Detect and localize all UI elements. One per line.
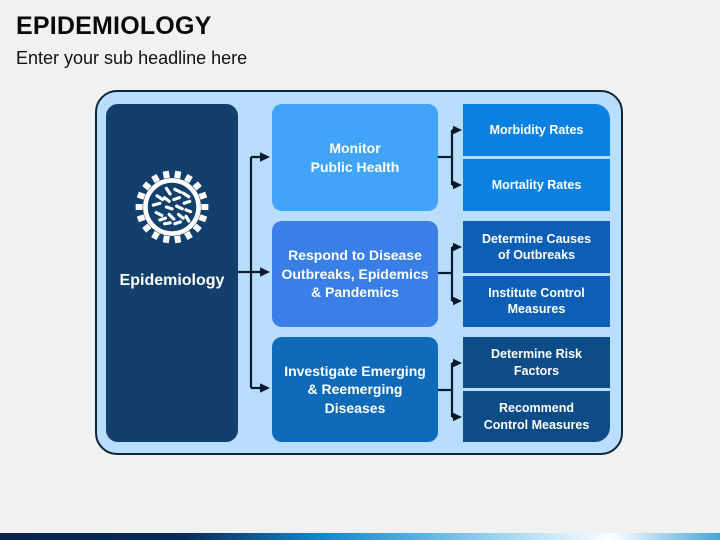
sub-box-institute-control: Institute Control Measures [463, 275, 610, 327]
footer-accent-bar [0, 533, 720, 540]
sub-group-2: Determine Causes of Outbreaks Institute … [463, 221, 610, 327]
main-box-investigate-diseases: Investigate Emerging & Reemerging Diseas… [272, 337, 438, 442]
root-label: Epidemiology [119, 272, 225, 289]
sub-box-label: Recommend Control Measures [483, 401, 590, 432]
sub-box-determine-risk: Determine Risk Factors [463, 337, 610, 388]
page-subtitle: Enter your sub headline here [16, 48, 248, 68]
sub-group-1: Morbidity Rates Mortality Rates [463, 104, 610, 211]
sub-box-label: Morbidity Rates [489, 122, 584, 137]
main-box-label: Monitor Public Health [310, 140, 400, 175]
sub-box-recommend-control: Recommend Control Measures [463, 391, 610, 442]
sub-box-label: Determine Causes of Outbreaks [481, 231, 592, 262]
page-title: EPIDEMIOLOGY [16, 12, 212, 40]
sub-box-label: Mortality Rates [491, 177, 582, 192]
sub-box-label: Determine Risk Factors [490, 347, 582, 378]
sub-box-morbidity-rates: Morbidity Rates [463, 104, 610, 156]
sub-box-determine-causes: Determine Causes of Outbreaks [463, 221, 610, 273]
root-panel: Epidemiology [106, 104, 238, 442]
pathogen-icon [135, 170, 209, 244]
main-box-label: Respond to Disease Outbreaks, Epidemics … [281, 247, 429, 301]
sub-box-mortality-rates: Mortality Rates [463, 159, 610, 211]
main-box-respond-outbreaks: Respond to Disease Outbreaks, Epidemics … [272, 221, 438, 327]
sub-box-label: Institute Control Measures [488, 286, 585, 317]
main-box-label: Investigate Emerging & Reemerging Diseas… [284, 362, 426, 416]
main-box-monitor-public-health: Monitor Public Health [272, 104, 438, 211]
sub-group-3: Determine Risk Factors Recommend Control… [463, 337, 610, 442]
